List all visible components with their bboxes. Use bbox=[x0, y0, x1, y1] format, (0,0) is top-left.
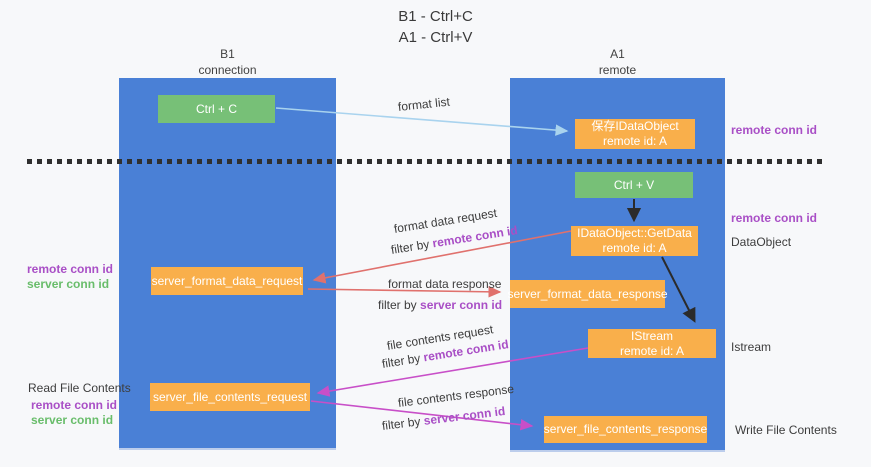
lane-a1-name: A1 bbox=[610, 47, 625, 61]
filter-by-text: filter by bbox=[381, 413, 425, 433]
format-data-response-label: format data response bbox=[388, 277, 502, 291]
format-list-label: format list bbox=[397, 94, 451, 114]
server-file-contents-request-label: server_file_contents_request bbox=[152, 389, 308, 404]
idataobject-getdata-box: IDataObject::GetData remote id: A bbox=[571, 226, 698, 256]
server-file-contents-request-box: server_file_contents_request bbox=[150, 383, 310, 411]
dataobject-label: DataObject bbox=[731, 235, 792, 249]
phase-separator-dashed-line bbox=[27, 159, 823, 164]
remote-conn-id-label: remote conn id bbox=[31, 398, 118, 412]
server-format-data-response-label: server_format_data_response bbox=[507, 286, 668, 301]
lane-header-b1: B1 connection bbox=[119, 46, 336, 78]
left-conn-id-labels: remote conn id server conn id bbox=[27, 262, 113, 292]
lane-b1-role: connection bbox=[198, 63, 257, 78]
lane-b1-name: B1 bbox=[220, 47, 235, 61]
idataobject-getdata-line1: IDataObject::GetData bbox=[577, 226, 692, 240]
idataobject-getdata-line2: remote id: A bbox=[602, 241, 667, 255]
ctrl-c-box: Ctrl + C bbox=[158, 95, 275, 123]
ctrl-v-label: Ctrl + V bbox=[613, 177, 655, 192]
diagram-title: B1 - Ctrl+C A1 - Ctrl+V bbox=[0, 6, 871, 48]
remote-conn-id-label: remote conn id bbox=[27, 262, 114, 276]
server-conn-id-key: server conn id bbox=[422, 403, 506, 428]
format-data-response-filter: filter by server conn id bbox=[378, 298, 502, 312]
title-line-1: B1 - Ctrl+C bbox=[398, 8, 473, 25]
server-conn-id-label: server conn id bbox=[27, 277, 110, 291]
lane-header-a1: A1 remote bbox=[510, 46, 725, 78]
write-file-contents-label: Write File Contents bbox=[735, 423, 837, 437]
remote-conn-id-label-mid: remote conn id bbox=[731, 211, 818, 225]
istream-side-label: Istream bbox=[731, 340, 772, 354]
filter-by-text: filter by bbox=[378, 298, 421, 312]
filter-by-text: filter by bbox=[389, 236, 434, 257]
istream-line2: remote id: A bbox=[619, 343, 685, 358]
read-file-contents-label: Read File Contents bbox=[28, 381, 131, 395]
server-format-data-request-box: server_format_data_request bbox=[151, 267, 303, 295]
remote-conn-id-label-top: remote conn id bbox=[731, 123, 818, 137]
save-idataobject-line2: remote id: A bbox=[602, 134, 668, 148]
save-idataobject-box: 保存IDataObject remote id: A bbox=[575, 119, 695, 149]
istream-line1: IStream bbox=[630, 328, 673, 343]
filter-by-text: filter by bbox=[380, 350, 425, 371]
save-idataobject-line1: 保存IDataObject bbox=[591, 119, 679, 133]
istream-box: IStream remote id: A bbox=[588, 329, 716, 358]
server-format-data-request-label: server_format_data_request bbox=[151, 273, 303, 288]
server-conn-id-key: server conn id bbox=[420, 298, 503, 312]
server-file-contents-response-box: server_file_contents_response bbox=[544, 416, 707, 443]
title-line-2: A1 - Ctrl+V bbox=[398, 29, 473, 46]
server-format-data-response-box: server_format_data_response bbox=[507, 280, 668, 308]
server-conn-id-label: server conn id bbox=[31, 413, 114, 427]
ctrl-v-box: Ctrl + V bbox=[575, 172, 693, 198]
ctrl-c-label: Ctrl + C bbox=[195, 101, 237, 116]
lane-a1-role: remote bbox=[598, 63, 637, 78]
server-file-contents-response-label: server_file_contents_response bbox=[543, 422, 708, 436]
left-conn-id-labels-bottom: remote conn id server conn id bbox=[31, 398, 117, 428]
